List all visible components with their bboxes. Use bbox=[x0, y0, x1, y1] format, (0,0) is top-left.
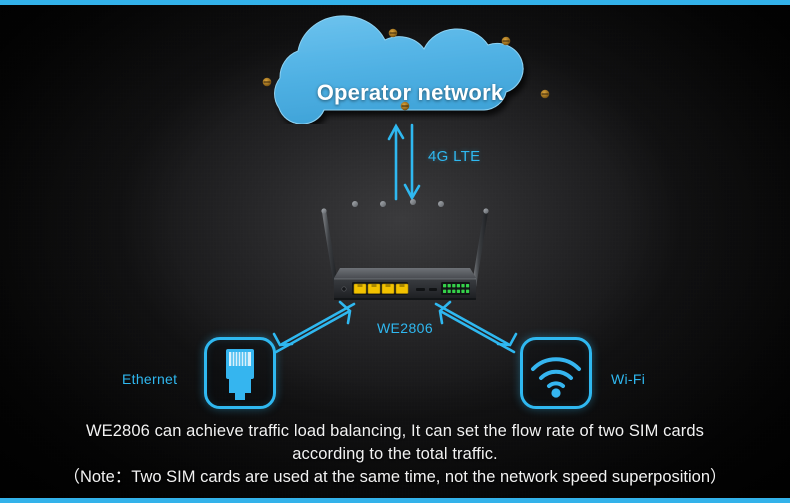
wifi-label: Wi-Fi bbox=[611, 371, 646, 387]
router-device-icon bbox=[321, 199, 489, 300]
bottom-accent-bar bbox=[0, 498, 790, 503]
router-antenna-side-right bbox=[471, 208, 489, 289]
rj45-connector-icon bbox=[226, 349, 254, 400]
cloud-shape-icon bbox=[262, 15, 550, 124]
caption-block: WE2806 can achieve traffic load balancin… bbox=[0, 420, 790, 489]
caption-line-2: according to the total traffic. bbox=[292, 445, 498, 463]
caption-line-3: （Note：Two SIM cards are used at the same… bbox=[63, 468, 727, 486]
ethernet-link-bidirectional-arrow-icon bbox=[272, 300, 356, 354]
ethernet-endpoint-box[interactable] bbox=[204, 337, 276, 409]
router-lan-ports bbox=[352, 282, 409, 295]
top-accent-bar bbox=[0, 0, 790, 5]
operator-network-cloud: Operator network bbox=[245, 14, 575, 124]
wifi-link-bidirectional-arrow-icon bbox=[434, 300, 518, 354]
wifi-endpoint-box[interactable] bbox=[520, 337, 592, 409]
router-led-array bbox=[441, 282, 470, 295]
router-antenna-side-left bbox=[321, 208, 339, 289]
uplink-label: 4G LTE bbox=[428, 148, 481, 165]
router-antennas-vertical bbox=[352, 199, 444, 281]
router-reset-button bbox=[341, 286, 347, 292]
wifi-signal-icon bbox=[531, 357, 581, 398]
ethernet-label: Ethernet bbox=[122, 371, 178, 387]
cloud-label: Operator network bbox=[316, 80, 504, 105]
caption-line-1: WE2806 can achieve traffic load balancin… bbox=[86, 422, 704, 440]
